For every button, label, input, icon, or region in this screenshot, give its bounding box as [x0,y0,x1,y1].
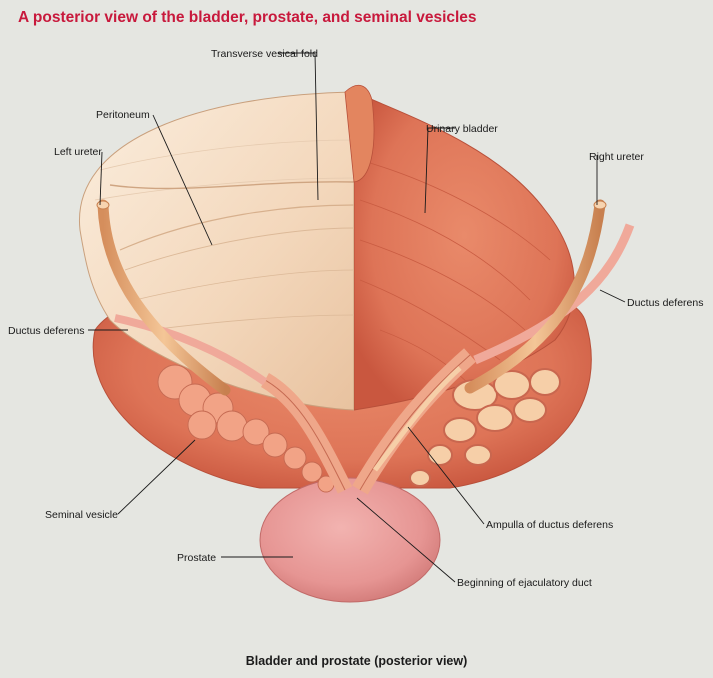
label-prostate: Prostate [177,552,216,564]
right-seminal-vesicle [409,368,561,487]
right-ureter-shape [464,199,606,394]
label-urinary-bladder: Urinary bladder [426,123,498,135]
right-ductus-deferens-shape [473,223,635,365]
label-left-ureter: Left ureter [54,146,102,158]
figure-caption: Bladder and prostate (posterior view) [245,654,468,668]
label-seminal-vesicle: Seminal vesicle [45,509,118,521]
prostate-shape [259,477,441,603]
label-right-ureter: Right ureter [589,151,644,163]
leader-lines [88,52,626,583]
label-peritoneum: Peritoneum [96,109,150,121]
label-transverse-vesical-fold: Transverse vesical fold [211,48,318,60]
label-ejaculatory-duct: Beginning of ejaculatory duct [457,577,592,589]
diagram-title: A posterior view of the bladder, prostat… [18,9,477,26]
label-ampulla: Ampulla of ductus deferens [486,519,613,531]
left-seminal-vesicle [157,364,335,493]
left-ureter-shape [97,199,231,396]
label-ductus-deferens-left: Ductus deferens [8,325,84,337]
label-ductus-deferens-right: Ductus deferens [627,297,703,309]
